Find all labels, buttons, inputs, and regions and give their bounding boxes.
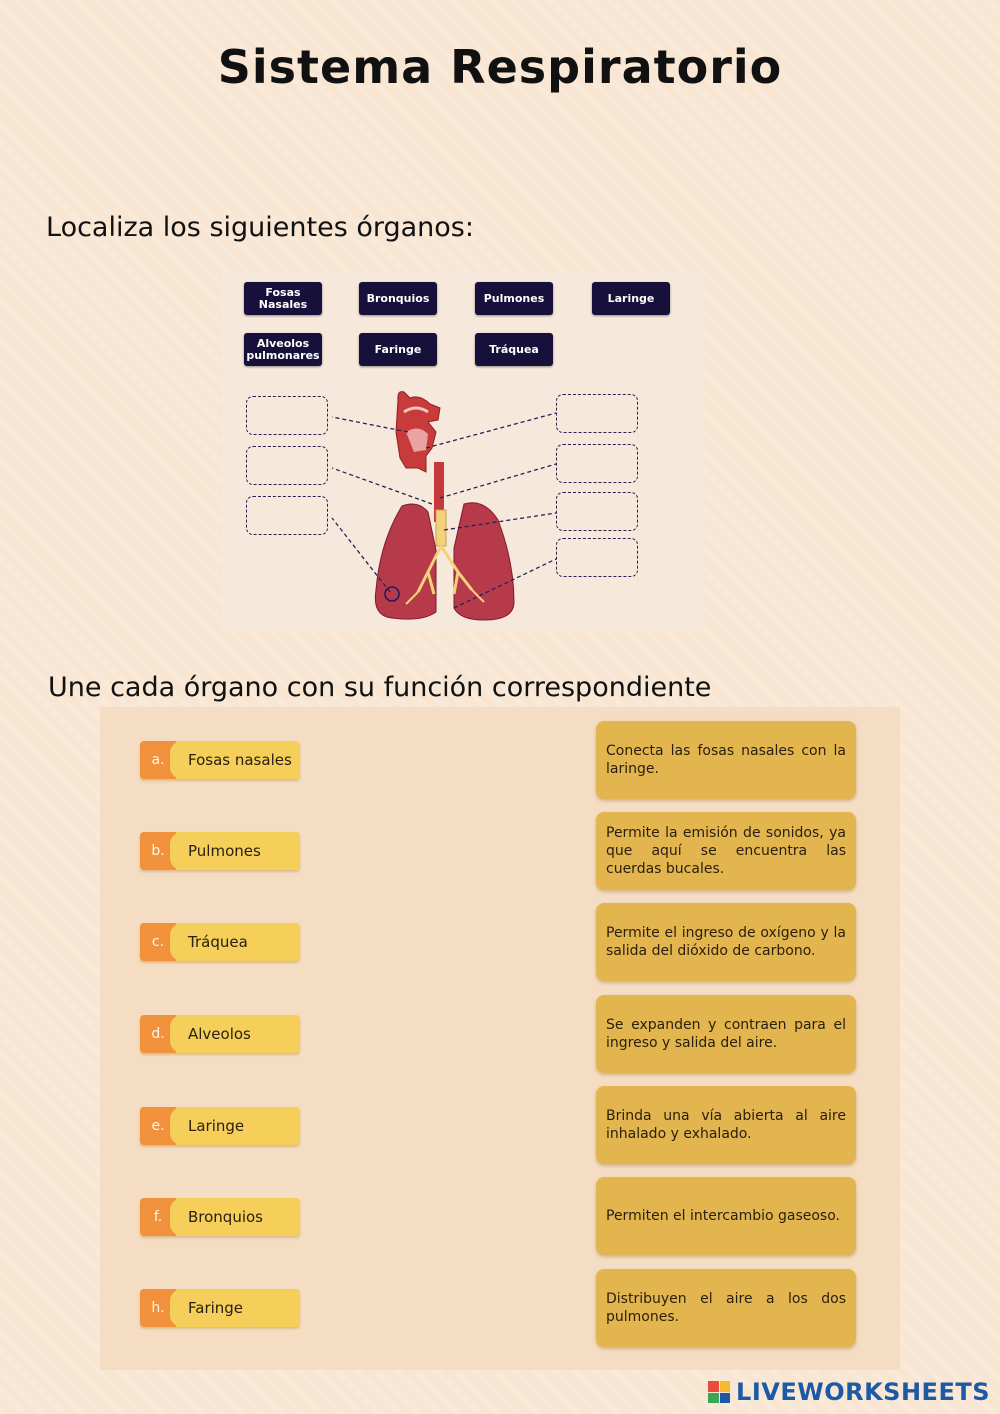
organ-name: Bronquios [188, 1208, 263, 1226]
drop-box-left-3[interactable] [246, 496, 328, 535]
drop-box-left-2[interactable] [246, 446, 328, 485]
section-heading-locate: Localiza los siguientes órganos: [46, 212, 474, 243]
brand-footer[interactable]: LIVEWORKSHEETS [708, 1378, 990, 1406]
function-text: Brinda una vía abierta al aire inhalado … [606, 1108, 846, 1142]
drop-box-right-4[interactable] [556, 538, 638, 577]
chip-fosas-nasales[interactable]: Fosas Nasales [244, 282, 322, 315]
function-card[interactable]: Permite la emisión de sonidos, ya que aq… [596, 812, 856, 890]
drop-box-left-1[interactable] [246, 396, 328, 435]
chip-faringe[interactable]: Faringe [359, 333, 437, 366]
function-card[interactable]: Distribuyen el aire a los dos pulmones. [596, 1269, 856, 1347]
organ-letter: f. [140, 1198, 182, 1236]
chip-bronquios[interactable]: Bronquios [359, 282, 437, 315]
organ-name: Fosas nasales [188, 751, 292, 769]
drop-box-right-3[interactable] [556, 492, 638, 531]
organ-item[interactable]: b. Pulmones [140, 832, 300, 870]
organ-letter: e. [140, 1107, 182, 1145]
lungs-illustration [331, 391, 557, 621]
organ-name: Tráquea [188, 933, 248, 951]
organ-item[interactable]: e. Laringe [140, 1107, 300, 1145]
organ-item[interactable]: c. Tráquea [140, 923, 300, 961]
brand-name: LIVEWORKSHEETS [736, 1378, 990, 1406]
function-card[interactable]: Permiten el intercambio gaseoso. [596, 1177, 856, 1255]
organ-name: Pulmones [188, 842, 261, 860]
function-card[interactable]: Se expanden y contraen para el ingreso y… [596, 995, 856, 1073]
section-heading-match: Une cada órgano con su función correspon… [48, 672, 712, 703]
matching-panel: a. Fosas nasales b. Pulmones c. Tráquea … [100, 707, 900, 1370]
function-text: Permiten el intercambio gaseoso. [606, 1208, 840, 1224]
organ-name: Faringe [188, 1299, 244, 1317]
function-text: Permite el ingreso de oxígeno y la salid… [606, 925, 846, 959]
chip-pulmones[interactable]: Pulmones [475, 282, 553, 315]
function-card[interactable]: Permite el ingreso de oxígeno y la salid… [596, 903, 856, 981]
chip-laringe[interactable]: Laringe [592, 282, 670, 315]
page-title: Sistema Respiratorio [217, 40, 783, 94]
organ-letter: d. [140, 1015, 182, 1053]
organ-letter: c. [140, 923, 182, 961]
organ-item[interactable]: d. Alveolos [140, 1015, 300, 1053]
respiratory-diagram: Fosas Nasales Bronquios Pulmones Laringe… [222, 272, 704, 632]
organ-letter: h. [140, 1289, 182, 1327]
drop-box-right-2[interactable] [556, 444, 638, 483]
chip-traquea[interactable]: Tráquea [475, 333, 553, 366]
function-text: Conecta las fosas nasales con la laringe… [606, 743, 846, 777]
organ-item[interactable]: h. Faringe [140, 1289, 300, 1327]
organ-name: Alveolos [188, 1025, 251, 1043]
organ-letter: b. [140, 832, 182, 870]
organ-letter: a. [140, 741, 182, 779]
organ-name: Laringe [188, 1117, 245, 1135]
function-card[interactable]: Brinda una vía abierta al aire inhalado … [596, 1086, 856, 1164]
function-card[interactable]: Conecta las fosas nasales con la laringe… [596, 721, 856, 799]
drop-box-right-1[interactable] [556, 394, 638, 433]
function-text: Permite la emisión de sonidos, ya que aq… [606, 825, 846, 877]
function-text: Distribuyen el aire a los dos pulmones. [606, 1291, 846, 1325]
organ-item[interactable]: a. Fosas nasales [140, 741, 300, 779]
chip-alveolos[interactable]: Alveolos pulmonares [244, 333, 322, 366]
function-text: Se expanden y contraen para el ingreso y… [606, 1017, 846, 1051]
liveworksheets-logo-icon [708, 1381, 731, 1403]
organ-item[interactable]: f. Bronquios [140, 1198, 300, 1236]
